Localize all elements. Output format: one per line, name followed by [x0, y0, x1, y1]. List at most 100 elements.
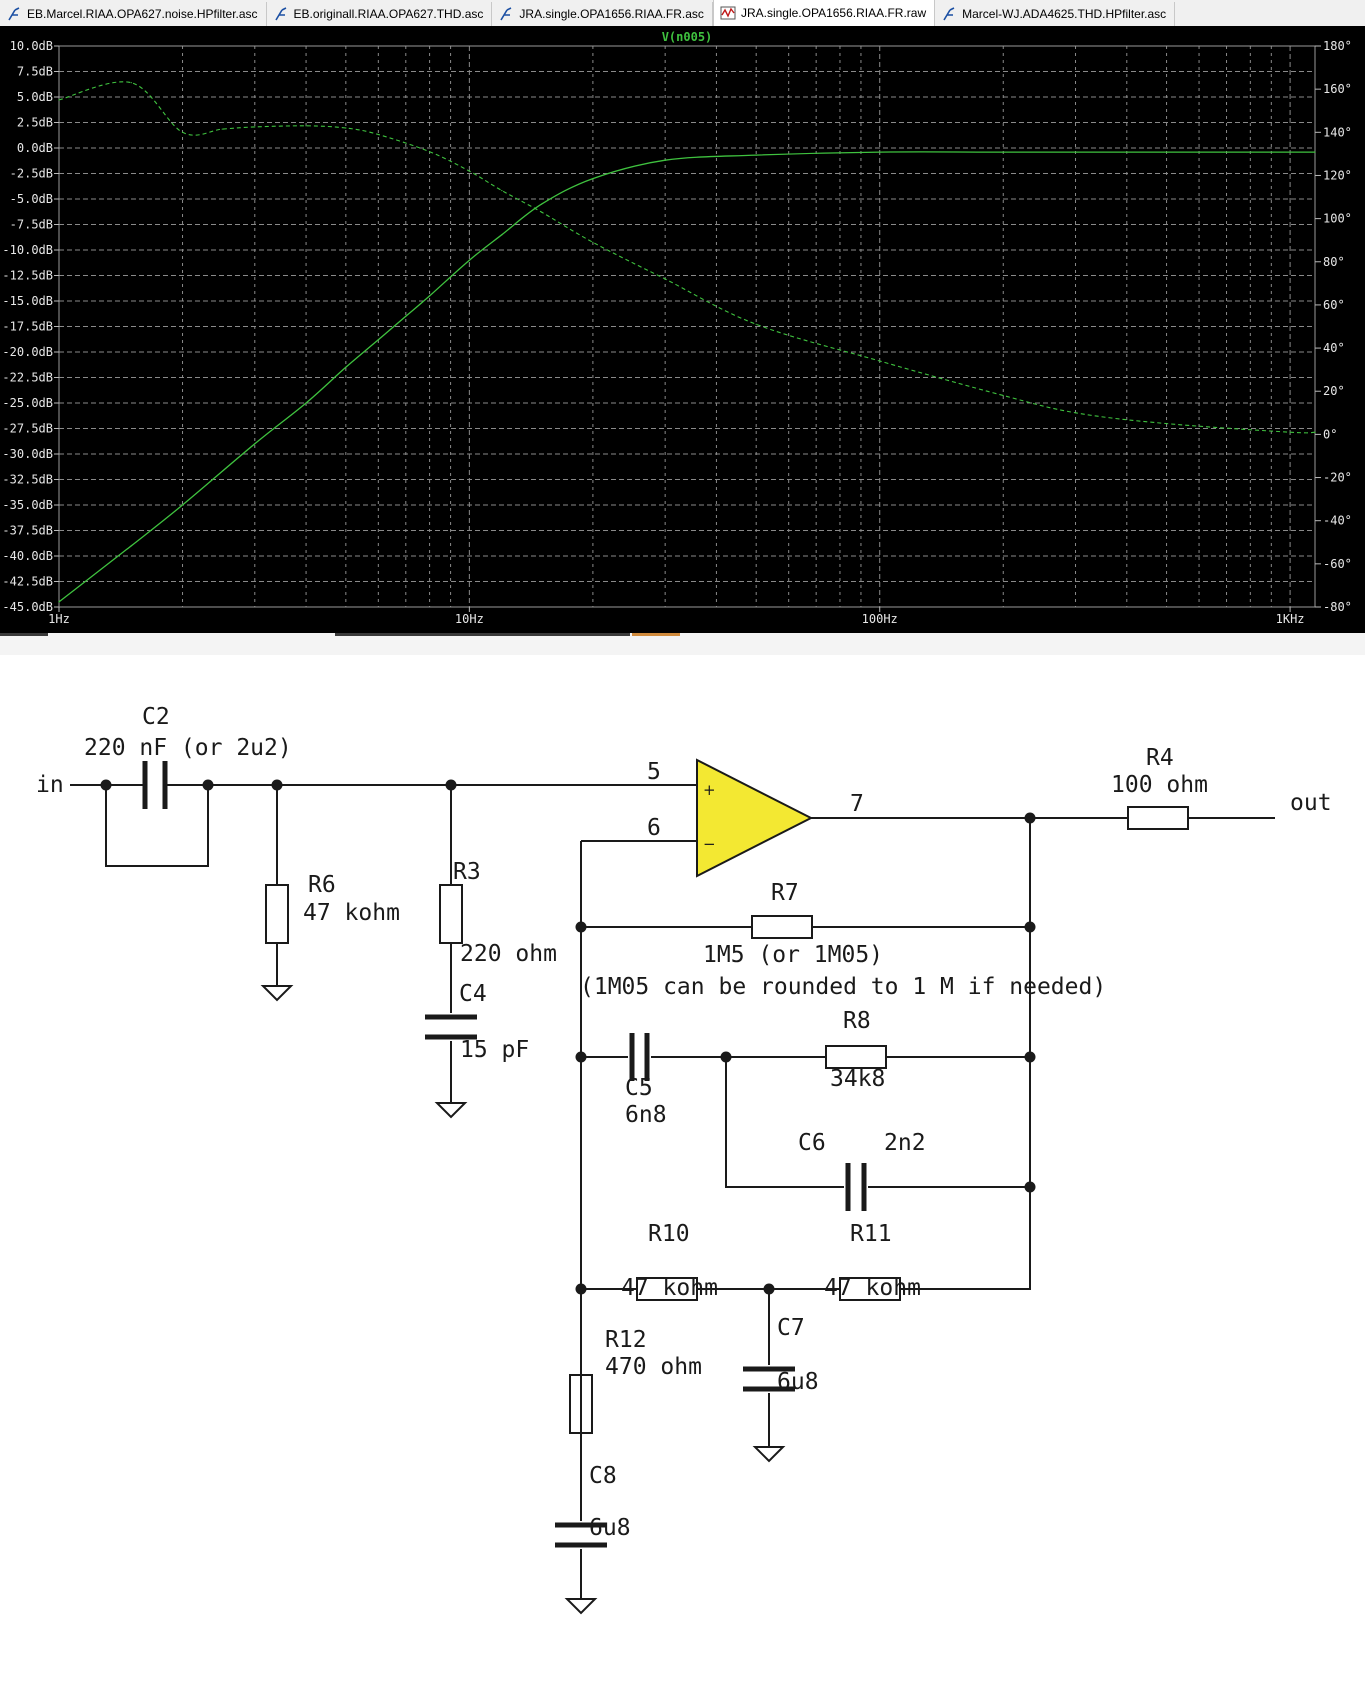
waveform-plot[interactable]: 10.0dB7.5dB5.0dB2.5dB0.0dB-2.5dB-5.0dB-7…: [0, 26, 1365, 633]
capacitor-c5: [629, 1033, 650, 1081]
y-tick-label: 5.0dB: [17, 90, 53, 104]
y2-tick-label: -20°: [1323, 471, 1352, 485]
capacitor-c8: [555, 1522, 607, 1548]
phase-point: [254, 126, 256, 128]
y-tick-label: -45.0dB: [2, 600, 53, 614]
x-tick-label: 10Hz: [455, 612, 484, 626]
phase-point: [1002, 394, 1004, 397]
c8-value: 6u8: [589, 1515, 631, 1541]
r6-ref: R6: [308, 872, 336, 898]
y-tick-label: -22.5dB: [2, 371, 53, 385]
y-tick-label: -10.0dB: [2, 243, 53, 257]
phase-point: [1074, 412, 1077, 414]
junction-dot: [100, 779, 112, 791]
r4-value: 100 ohm: [1111, 772, 1208, 798]
phase-point: [305, 125, 307, 127]
document-tab[interactable]: EB.originall.RIAA.OPA627.THD.asc: [267, 2, 493, 26]
phase-point: [377, 133, 379, 136]
c7-ref: C7: [777, 1315, 805, 1341]
y-tick-label: -15.0dB: [2, 294, 53, 308]
r7-note: (1M05 can be rounded to 1 M if needed): [580, 974, 1106, 1000]
magnitude-point: [58, 601, 60, 603]
y-tick-label: -32.5dB: [2, 473, 53, 487]
wire: [725, 1057, 844, 1188]
phase-point: [1314, 431, 1316, 433]
y2-tick-label: 100°: [1323, 212, 1352, 226]
y-tick-label: 7.5dB: [17, 65, 53, 79]
junction-dot: [1024, 812, 1036, 824]
document-tab[interactable]: Marcel-WJ.ADA4625.THD.HPfilter.asc: [935, 2, 1176, 26]
capacitor-c6: [845, 1163, 867, 1211]
x-tick-label: 100Hz: [862, 612, 898, 626]
input-label: in: [36, 772, 64, 798]
y2-tick-label: -80°: [1323, 600, 1352, 614]
magnitude-point: [664, 159, 666, 161]
document-tab-label: JRA.single.OPA1656.RIAA.FR.raw: [740, 6, 927, 20]
waveform-icon: [720, 6, 736, 20]
pane-separator: [0, 633, 1365, 655]
ground-symbol: [434, 1102, 468, 1119]
document-tab[interactable]: JRA.single.OPA1656.RIAA.FR.asc: [492, 2, 713, 26]
r12-ref: R12: [605, 1327, 647, 1353]
y-axis-right: 180°160°140°120°100°80°60°40°20°0°-20°-4…: [1315, 39, 1352, 614]
c4-value: 15 pF: [460, 1037, 529, 1063]
scrollbar-thumb[interactable]: [632, 633, 680, 636]
document-tab-label: EB.originall.RIAA.OPA627.THD.asc: [293, 7, 484, 21]
phase-point: [428, 151, 431, 153]
schematic-icon: [8, 7, 20, 21]
document-tab-label: EB.Marcel.RIAA.OPA627.noise.HPfilter.asc: [27, 7, 258, 21]
c4-ref: C4: [459, 981, 487, 1007]
y2-tick-label: -60°: [1323, 557, 1352, 571]
schematic-icon: [943, 7, 955, 21]
y2-tick-label: 180°: [1323, 39, 1352, 53]
y-tick-label: -12.5dB: [2, 269, 53, 283]
output-label: out: [1290, 790, 1332, 816]
phase-point: [501, 189, 503, 192]
x-tick-label: 1KHz: [1276, 612, 1305, 626]
magnitude-point: [428, 295, 431, 297]
magnitude-point: [405, 315, 407, 317]
r3-ref: R3: [453, 859, 481, 885]
document-tab[interactable]: EB.Marcel.RIAA.OPA627.noise.HPfilter.asc: [0, 2, 267, 26]
phase-point: [1289, 431, 1291, 433]
phase-point: [592, 241, 594, 243]
y2-tick-label: -40°: [1323, 514, 1352, 528]
magnitude-point: [1002, 151, 1004, 153]
opamp-symbol: [696, 758, 814, 878]
magnitude-point: [879, 151, 881, 153]
junction-dot: [575, 921, 587, 933]
ground-symbol: [564, 1598, 598, 1615]
phase-point: [755, 323, 757, 325]
document-tab-active[interactable]: JRA.single.OPA1656.RIAA.FR.raw: [712, 0, 936, 26]
data-point-markers: [58, 82, 1316, 603]
y-tick-label: 2.5dB: [17, 116, 53, 130]
r6-value: 47 kohm: [303, 900, 400, 926]
phase-point: [58, 99, 60, 101]
phase-point: [1165, 422, 1168, 425]
c8-ref: C8: [589, 1463, 617, 1489]
opamp-minus: −: [703, 835, 716, 853]
r10-value: 47 kohm: [621, 1275, 718, 1301]
phase-point: [345, 127, 347, 129]
y-tick-label: -27.5dB: [2, 422, 53, 436]
magnitude-point: [501, 234, 503, 236]
pin-5-label: 5: [647, 759, 661, 785]
r7-ref: R7: [771, 880, 799, 906]
c5-value: 6n8: [625, 1102, 667, 1128]
phase-point: [130, 82, 132, 84]
phase-point: [221, 128, 223, 130]
trace-title[interactable]: V(n005): [662, 30, 713, 44]
c6-value: 2n2: [884, 1130, 926, 1156]
phase-point: [181, 131, 184, 133]
r12-value: 470 ohm: [605, 1354, 702, 1380]
plot-grid: [58, 45, 1315, 608]
scrollbar-segment: [0, 633, 48, 636]
rc-schematic: in out C2 220 nF (or 2u2) R6 47 kohm R3 …: [0, 655, 1365, 1703]
r7-value: 1M5 (or 1M05): [703, 942, 883, 968]
resistor-r7: [751, 915, 813, 939]
magnitude-point: [592, 178, 594, 180]
y2-tick-label: 160°: [1323, 82, 1352, 96]
pin-7-label: 7: [850, 791, 864, 817]
x-tick-label: 1Hz: [48, 612, 70, 626]
document-tab-label: JRA.single.OPA1656.RIAA.FR.asc: [519, 7, 704, 21]
